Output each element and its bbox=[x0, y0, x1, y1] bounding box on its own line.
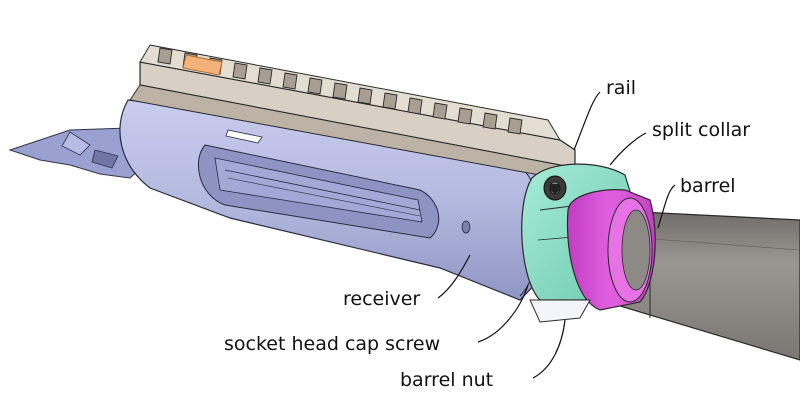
label-barrel-nut: barrel nut bbox=[400, 369, 493, 391]
socket-head-cap-screw bbox=[543, 175, 567, 201]
rail bbox=[129, 44, 576, 177]
label-receiver: receiver bbox=[343, 288, 420, 310]
barrel-nut bbox=[566, 189, 656, 311]
barrel-nut-leader bbox=[532, 319, 566, 379]
collar-base-plate bbox=[529, 299, 591, 323]
label-split-collar: split collar bbox=[652, 119, 750, 141]
barrel-leader bbox=[657, 184, 676, 229]
receiver-leader bbox=[437, 254, 471, 299]
label-rail: rail bbox=[606, 77, 636, 99]
label-socket-head-cap-screw: socket head cap screw bbox=[224, 333, 440, 355]
split-collar-leader bbox=[609, 132, 647, 166]
lower-receiver bbox=[8, 127, 151, 179]
screw-leader bbox=[477, 284, 529, 343]
leader-lines bbox=[437, 91, 676, 379]
label-barrel: barrel bbox=[680, 175, 736, 197]
rail-leader bbox=[573, 91, 601, 151]
